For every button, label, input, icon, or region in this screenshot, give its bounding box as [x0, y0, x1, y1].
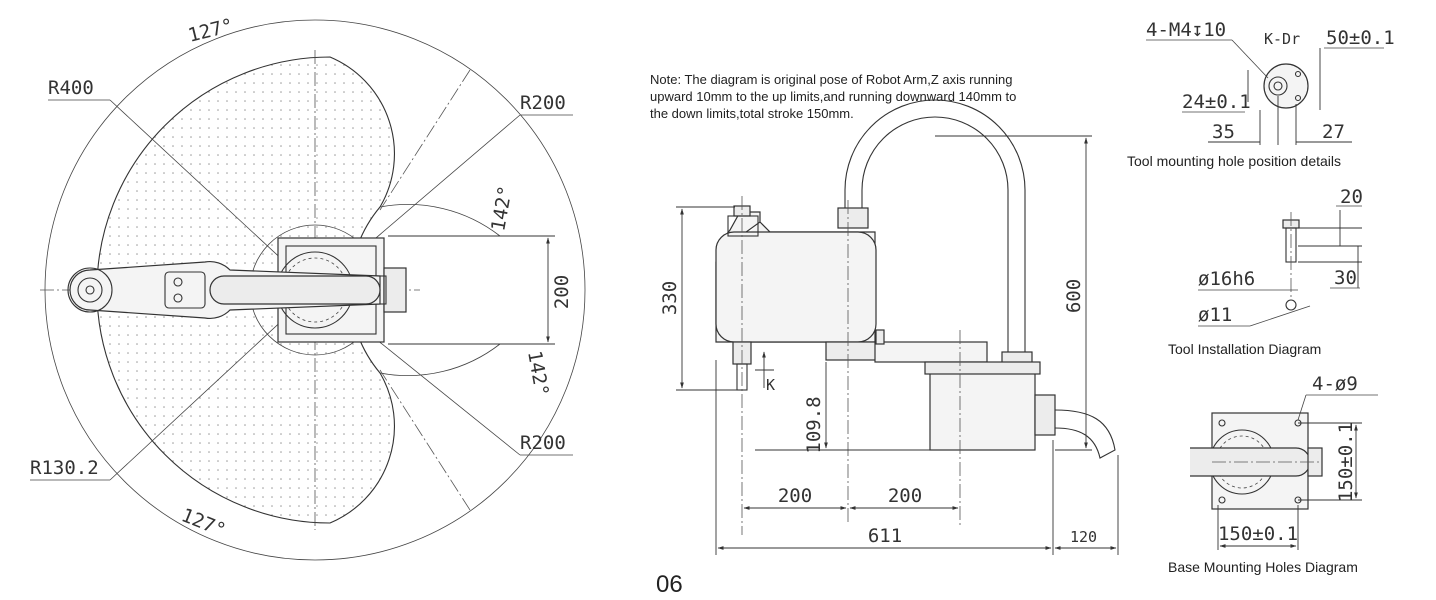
cable-fitting-top: [837, 207, 869, 229]
power-cable: [1054, 409, 1116, 459]
arm-link-lower: [874, 341, 988, 363]
tool-install-detail: 20 30 ø16h6 ø11 Tool Installation Diagra…: [1168, 186, 1363, 357]
r400-label: R400: [48, 77, 94, 99]
dim-50-label: 50±0.1: [1326, 27, 1395, 49]
holes-leader: [1297, 394, 1307, 421]
section-k-label: K: [766, 376, 775, 394]
dim-35-label: 35: [1212, 121, 1235, 143]
dim-11-leader: [1249, 305, 1311, 327]
arm-housing-body: [715, 231, 877, 343]
r200-top-label: R200: [520, 92, 566, 114]
robot-arm-top: [67, 260, 381, 320]
base-top-plate: [924, 361, 1041, 375]
r200-arc-top: [379, 203, 501, 237]
dim-330-label: 330: [659, 281, 681, 315]
cable-tube-inner: [861, 116, 1009, 355]
side-view: 330 600 109.8 K 200 200 611 120: [659, 99, 1119, 555]
limit-line-top: [379, 69, 471, 211]
dim-20-label: 20: [1340, 186, 1363, 208]
base-connector: [1034, 394, 1056, 436]
r200-arc-bottom: [379, 343, 501, 377]
view-label: K-Dr: [1264, 30, 1300, 48]
r200-bottom-label: R200: [520, 432, 566, 454]
flange-circle: [1263, 63, 1309, 109]
dim-11-label: ø11: [1198, 304, 1232, 326]
z-axis-head: [727, 215, 759, 237]
dim-120-label: 120: [1070, 528, 1097, 546]
tool-hole: [1285, 299, 1297, 311]
dim-150h-label: 150±0.1: [1218, 523, 1298, 545]
note-block: Note: The diagram is original pose of Ro…: [650, 72, 1016, 121]
page-number: 06: [656, 571, 683, 598]
angle-142-top: 142°: [487, 184, 517, 233]
r130-label: R130.2: [30, 457, 99, 479]
tool-install-caption: Tool Installation Diagram: [1168, 341, 1321, 357]
top-view: 200 R400 R200 R200 R130.2 127° 127° 142°…: [30, 14, 586, 561]
dim-30-label: 30: [1334, 267, 1357, 289]
flange-center: [1273, 81, 1283, 91]
thread-label: 4-M4↧10: [1146, 19, 1226, 41]
base-hole-1: [1218, 419, 1226, 427]
robot-base: [929, 369, 1036, 451]
arm-joint-plate: [825, 341, 879, 361]
mount-hole-2: [1294, 94, 1302, 102]
dim-150v-label: 150±0.1: [1335, 422, 1357, 502]
angle-127-top: 127°: [186, 14, 236, 46]
dim-600-label: 600: [1063, 279, 1085, 313]
dim-16h6-label: ø16h6: [1198, 268, 1255, 290]
flange-bore: [1268, 76, 1288, 96]
angle-142-bottom: 142°: [523, 349, 553, 398]
base-hole-3: [1218, 496, 1226, 504]
arm-tab: [875, 329, 885, 345]
dim-200-label: 200: [551, 275, 573, 309]
note-line-2: upward 10mm to the up limits,and running…: [650, 89, 1016, 104]
dim-24-label: 24±0.1: [1182, 91, 1251, 113]
dim-200-right-label: 200: [888, 485, 922, 507]
dim-200-left-label: 200: [778, 485, 812, 507]
cable-tube-outer: [844, 99, 1026, 355]
note-line-1: Note: The diagram is original pose of Ro…: [650, 72, 1013, 87]
base-mount-detail: 4-ø9 150±0.1 150±0.1 Base Mounting Holes…: [1168, 373, 1378, 575]
thread-leader: [1231, 39, 1269, 79]
limit-line-bottom: [379, 369, 471, 511]
mount-hole-1: [1294, 70, 1302, 78]
dim-27-label: 27: [1322, 121, 1345, 143]
holes-label: 4-ø9: [1312, 373, 1358, 395]
base-mount-caption: Base Mounting Holes Diagram: [1168, 559, 1358, 575]
note-line-3: the down limits,total stroke 150mm.: [650, 106, 854, 121]
dim-1098-label: 109.8: [803, 396, 825, 453]
tool-mount-caption: Tool mounting hole position details: [1127, 153, 1341, 169]
tool-mount-detail: 4-M4↧10 K-Dr 50±0.1 24±0.1 35 27 Tool mo…: [1127, 19, 1395, 169]
dim-611-label: 611: [868, 525, 902, 547]
